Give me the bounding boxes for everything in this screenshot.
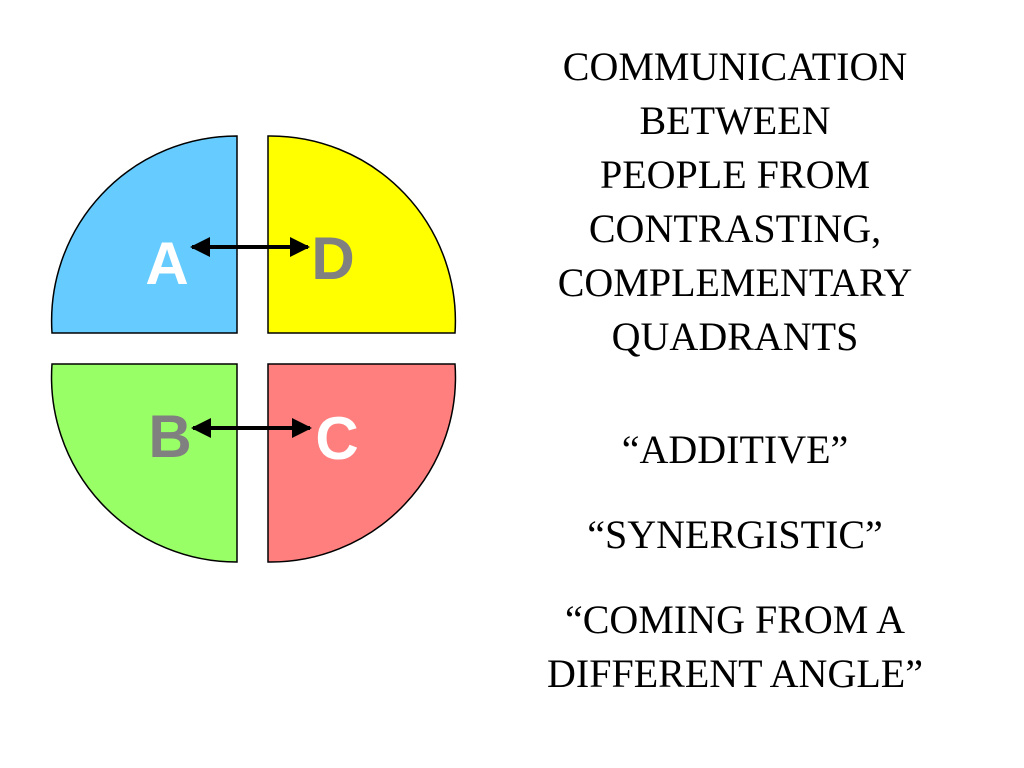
quadrant-c-letter: C: [315, 405, 358, 472]
title-line: COMPLEMENTARY: [557, 260, 913, 305]
quadrant-b-letter: B: [148, 403, 191, 470]
title-line: BETWEEN: [639, 98, 831, 143]
title-line: PEOPLE FROM: [599, 152, 871, 197]
term-additive: “ADDITIVE”: [500, 423, 970, 477]
slide-title: COMMUNICATION BETWEEN PEOPLE FROM CONTRA…: [500, 40, 970, 364]
title-line: QUADRANTS: [611, 314, 859, 359]
title-line: CONTRASTING,: [588, 206, 882, 251]
quadrant-d-letter: D: [311, 225, 354, 292]
quadrant-b: [50, 363, 238, 563]
quadrant-c: [267, 363, 457, 563]
quadrant-d: [267, 135, 457, 334]
term-different-angle-line: “COMING FROM A: [564, 597, 906, 642]
term-different-angle: “COMING FROM A DIFFERENT ANGLE”: [500, 593, 970, 701]
quadrant-a: [50, 135, 238, 334]
term-different-angle-line: DIFFERENT ANGLE”: [547, 651, 923, 696]
term-additive-text: “ADDITIVE”: [621, 427, 849, 472]
term-synergistic: “SYNERGISTIC”: [500, 508, 970, 562]
term-synergistic-text: “SYNERGISTIC”: [587, 512, 883, 557]
quadrant-a-letter: A: [145, 230, 188, 297]
title-line: COMMUNICATION: [562, 44, 908, 89]
